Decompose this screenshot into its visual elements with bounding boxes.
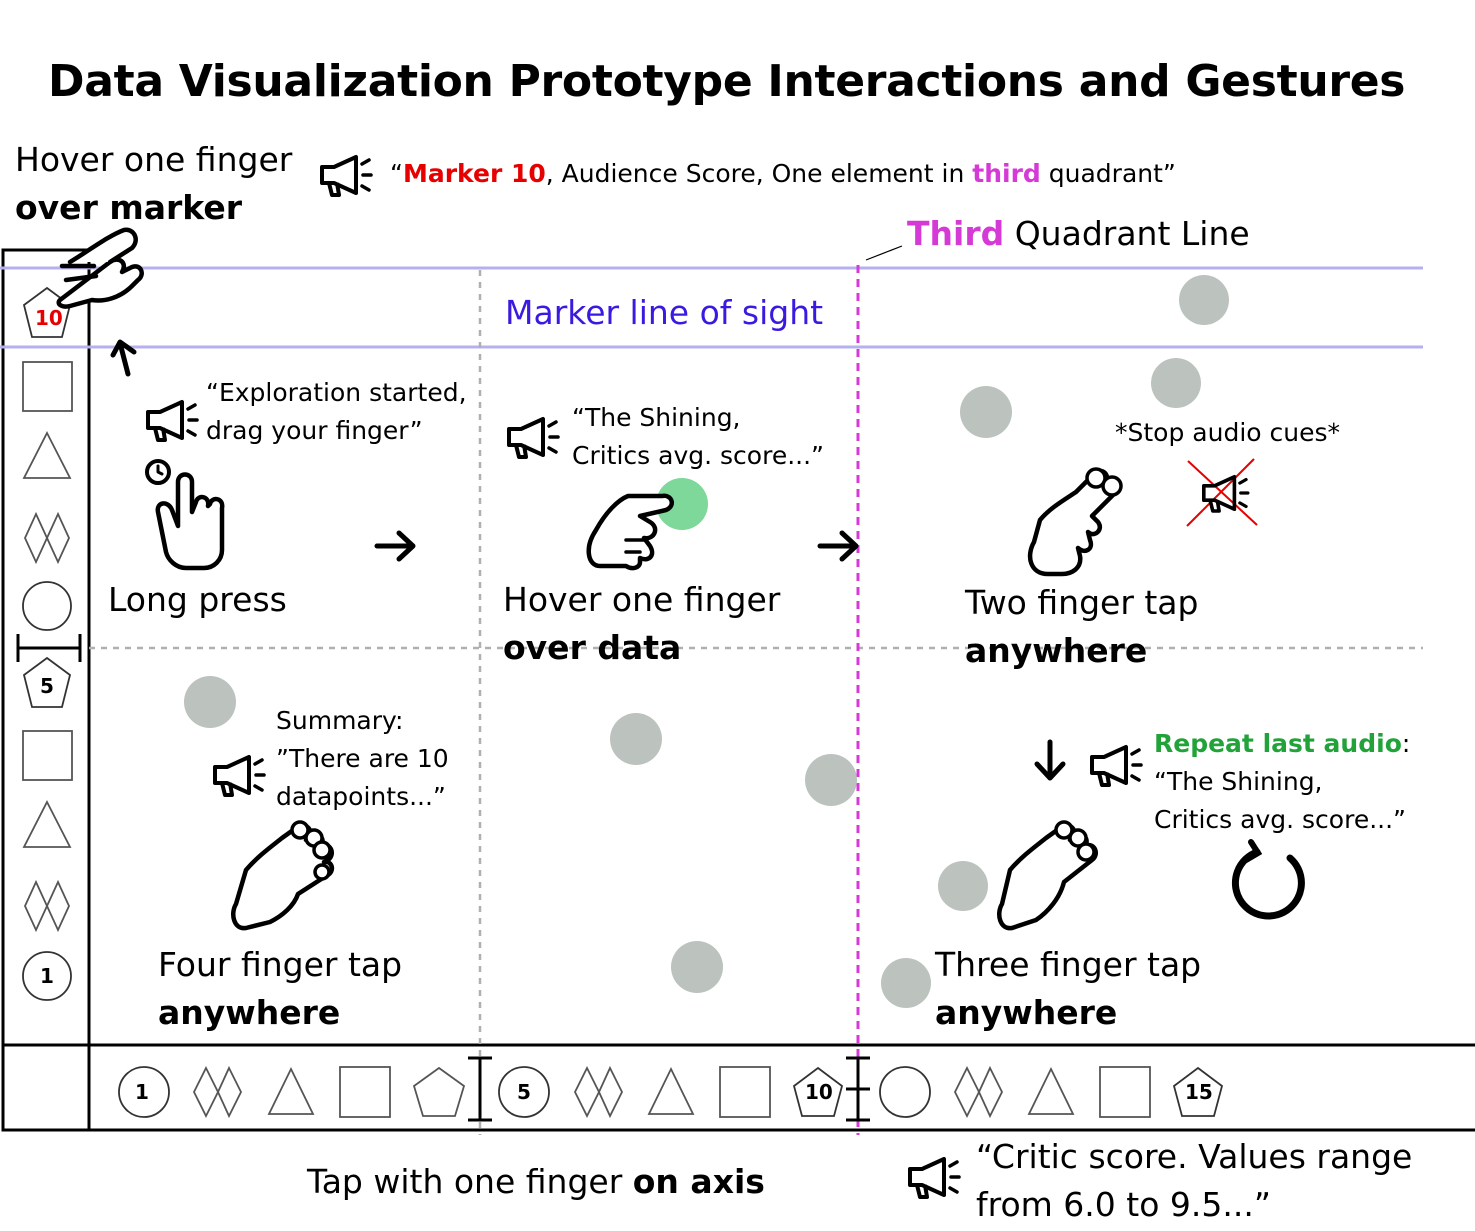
two-finger-line1: Two finger tap xyxy=(965,583,1199,622)
two-finger-tap-hand-icon xyxy=(1027,467,1123,577)
hover-data-audio-line1: “The Shining, xyxy=(572,403,741,432)
plot-frame xyxy=(1,248,1475,1132)
two-finger-audio: *Stop audio cues* xyxy=(1115,418,1340,447)
flow-arrows xyxy=(110,339,1066,781)
three-finger-audio-line1: Repeat last audio: xyxy=(1154,729,1411,758)
four-finger-audio-line3: datapoints...” xyxy=(276,782,446,811)
hover-data-line1: Hover one finger xyxy=(503,580,781,619)
hover-data-line2: over data xyxy=(503,628,682,667)
four-finger-line2: anywhere xyxy=(158,993,341,1032)
line-of-sight-band xyxy=(0,266,1423,349)
y-axis-label-5: 5 xyxy=(40,674,54,698)
three-finger-audio-line3: Critics avg. score...” xyxy=(1154,805,1406,834)
hover-data-audio-line2: Critics avg. score...” xyxy=(572,441,824,470)
four-finger-line1: Four finger tap xyxy=(158,945,403,984)
y-axis-tick xyxy=(16,634,82,662)
three-finger-line1: Three finger tap xyxy=(935,945,1202,984)
long-press-hand-icon xyxy=(145,459,225,571)
grid-dividers xyxy=(89,270,1423,1135)
x-axis-label-10: 10 xyxy=(805,1080,833,1104)
x-axis-label-15: 15 xyxy=(1185,1080,1213,1104)
three-finger-line2: anywhere xyxy=(935,993,1118,1032)
replay-icon xyxy=(1231,839,1305,920)
page-title: Data Visualization Prototype Interaction… xyxy=(48,56,1406,107)
long-press-audio-line1: “Exploration started, xyxy=(206,378,467,407)
two-finger-line2: anywhere xyxy=(965,631,1148,670)
four-finger-tap-hand-icon xyxy=(231,820,335,931)
quadrant-line-label: Third Quadrant Line xyxy=(907,214,1250,253)
long-press-audio-line2: drag your finger” xyxy=(206,416,423,445)
hover-finger-hand-icon xyxy=(586,493,675,571)
axis-tap-audio-line1: “Critic score. Values range xyxy=(976,1137,1413,1176)
four-finger-audio-line1: Summary: xyxy=(276,706,404,735)
axis-tap-audio-line2: from 6.0 to 9.5...” xyxy=(976,1185,1271,1224)
line-of-sight-label: Marker line of sight xyxy=(505,293,824,332)
axis-tap-label: Tap with one finger on axis xyxy=(307,1162,765,1201)
data-points xyxy=(184,275,1229,1008)
pointing-hand-icon xyxy=(56,227,144,309)
three-finger-audio-line2: “The Shining, xyxy=(1154,767,1323,796)
hover-marker-audio: “Marker 10, Audience Score, One element … xyxy=(390,159,1176,188)
quadrant-label-leader xyxy=(865,245,903,261)
long-press-label: Long press xyxy=(108,580,287,619)
x-axis-label-1: 1 xyxy=(135,1080,149,1104)
hover-marker-line2: over marker xyxy=(15,188,242,227)
x-axis-label-5: 5 xyxy=(517,1080,531,1104)
mute-cross xyxy=(1186,458,1258,527)
y-axis-label-1: 1 xyxy=(40,964,54,988)
three-finger-tap-hand-icon xyxy=(997,820,1098,931)
y-axis-label-10: 10 xyxy=(35,306,63,330)
four-finger-audio-line2: ”There are 10 xyxy=(276,744,449,773)
highlighted-data-point xyxy=(656,478,708,530)
hover-marker-line1: Hover one finger xyxy=(15,140,293,179)
x-axis-ticks xyxy=(468,1056,870,1122)
x-axis-markers xyxy=(118,1065,1224,1119)
